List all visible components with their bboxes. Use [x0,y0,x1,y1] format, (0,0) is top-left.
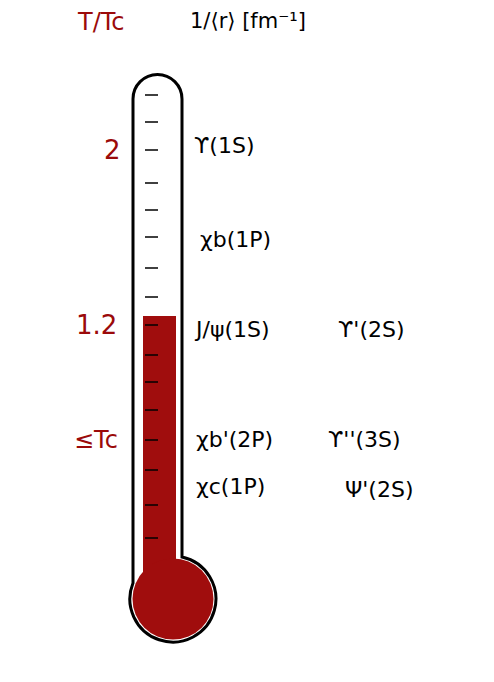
bulb-highlight [130,580,150,620]
state-label: Ψ'(2S) [345,478,414,502]
temperature-value: 1.2 [76,311,117,340]
state-label: χb(1P) [200,228,271,252]
thermometer-outline [130,75,216,643]
state-label: χc(1P) [196,475,265,499]
mercury-column [143,316,176,578]
state-label: χb'(2P) [196,428,273,452]
state-label: J/ψ(1S) [196,318,270,342]
axis-title: T/Tc [78,9,125,35]
temperature-value: 2 [104,136,121,165]
temperature-value: ≤Tc [74,427,118,453]
tick-marks [145,95,158,538]
state-label: ϒ'(2S) [338,318,405,342]
state-label: ϒ(1S) [194,134,255,158]
axis-title: 1/⟨r⟩ [fm⁻¹] [190,10,306,33]
state-label: ϒ''(3S) [328,428,401,452]
mercury-bulb [133,559,214,640]
